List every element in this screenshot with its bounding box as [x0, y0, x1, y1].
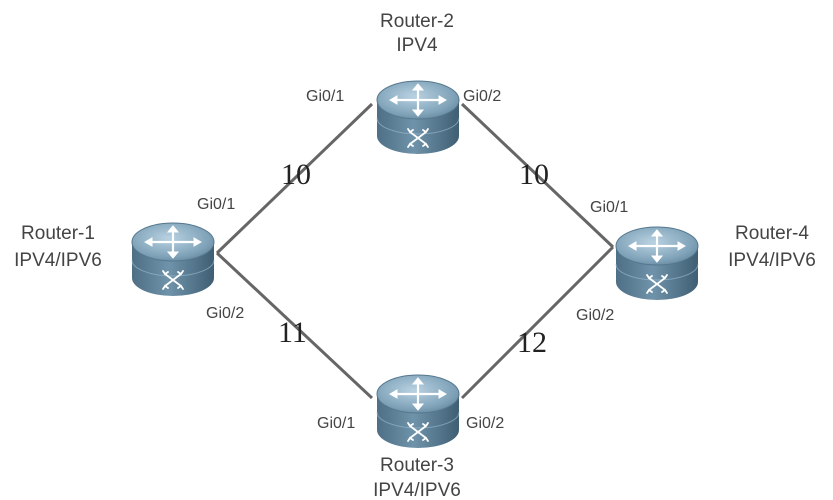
- router-3: [375, 373, 461, 450]
- r4-interface-bottom: Gi0/2: [576, 307, 614, 324]
- router-2: [375, 79, 461, 156]
- router-4: [614, 225, 700, 302]
- router-2-name: Router-2: [380, 11, 454, 32]
- link-r2-r4: [460, 102, 615, 249]
- link-r1-r3: [215, 251, 374, 400]
- router-1-proto: IPV4/IPV6: [14, 250, 102, 271]
- router-4-name: Router-4: [735, 223, 809, 244]
- r2-interface-left: Gi0/1: [306, 88, 344, 105]
- r4-interface-top: Gi0/1: [590, 199, 628, 216]
- cost-r3-r4: 12: [517, 326, 547, 359]
- router-icon: [375, 79, 461, 156]
- router-1: [130, 221, 216, 298]
- cost-r1-r3: 11: [278, 316, 307, 349]
- r1-interface-bottom: Gi0/2: [206, 305, 244, 322]
- cost-r2-r4: 10: [519, 158, 549, 191]
- router-3-proto: IPV4/IPV6: [373, 480, 461, 500]
- router-icon: [130, 221, 216, 298]
- r2-interface-right: Gi0/2: [463, 88, 501, 105]
- cost-r1-r2: 10: [281, 158, 311, 191]
- router-4-proto: IPV4/IPV6: [728, 250, 816, 271]
- r1-interface-top: Gi0/1: [197, 196, 235, 213]
- router-icon: [375, 373, 461, 450]
- router-icon: [614, 225, 700, 302]
- links: [215, 102, 615, 400]
- router-3-name: Router-3: [380, 455, 454, 476]
- r3-interface-left: Gi0/1: [317, 415, 355, 432]
- link-r3-r4: [460, 245, 615, 400]
- link-r1-r2: [215, 102, 374, 255]
- router-2-proto: IPV4: [396, 35, 438, 56]
- r3-interface-right: Gi0/2: [466, 415, 504, 432]
- router-1-name: Router-1: [21, 223, 95, 244]
